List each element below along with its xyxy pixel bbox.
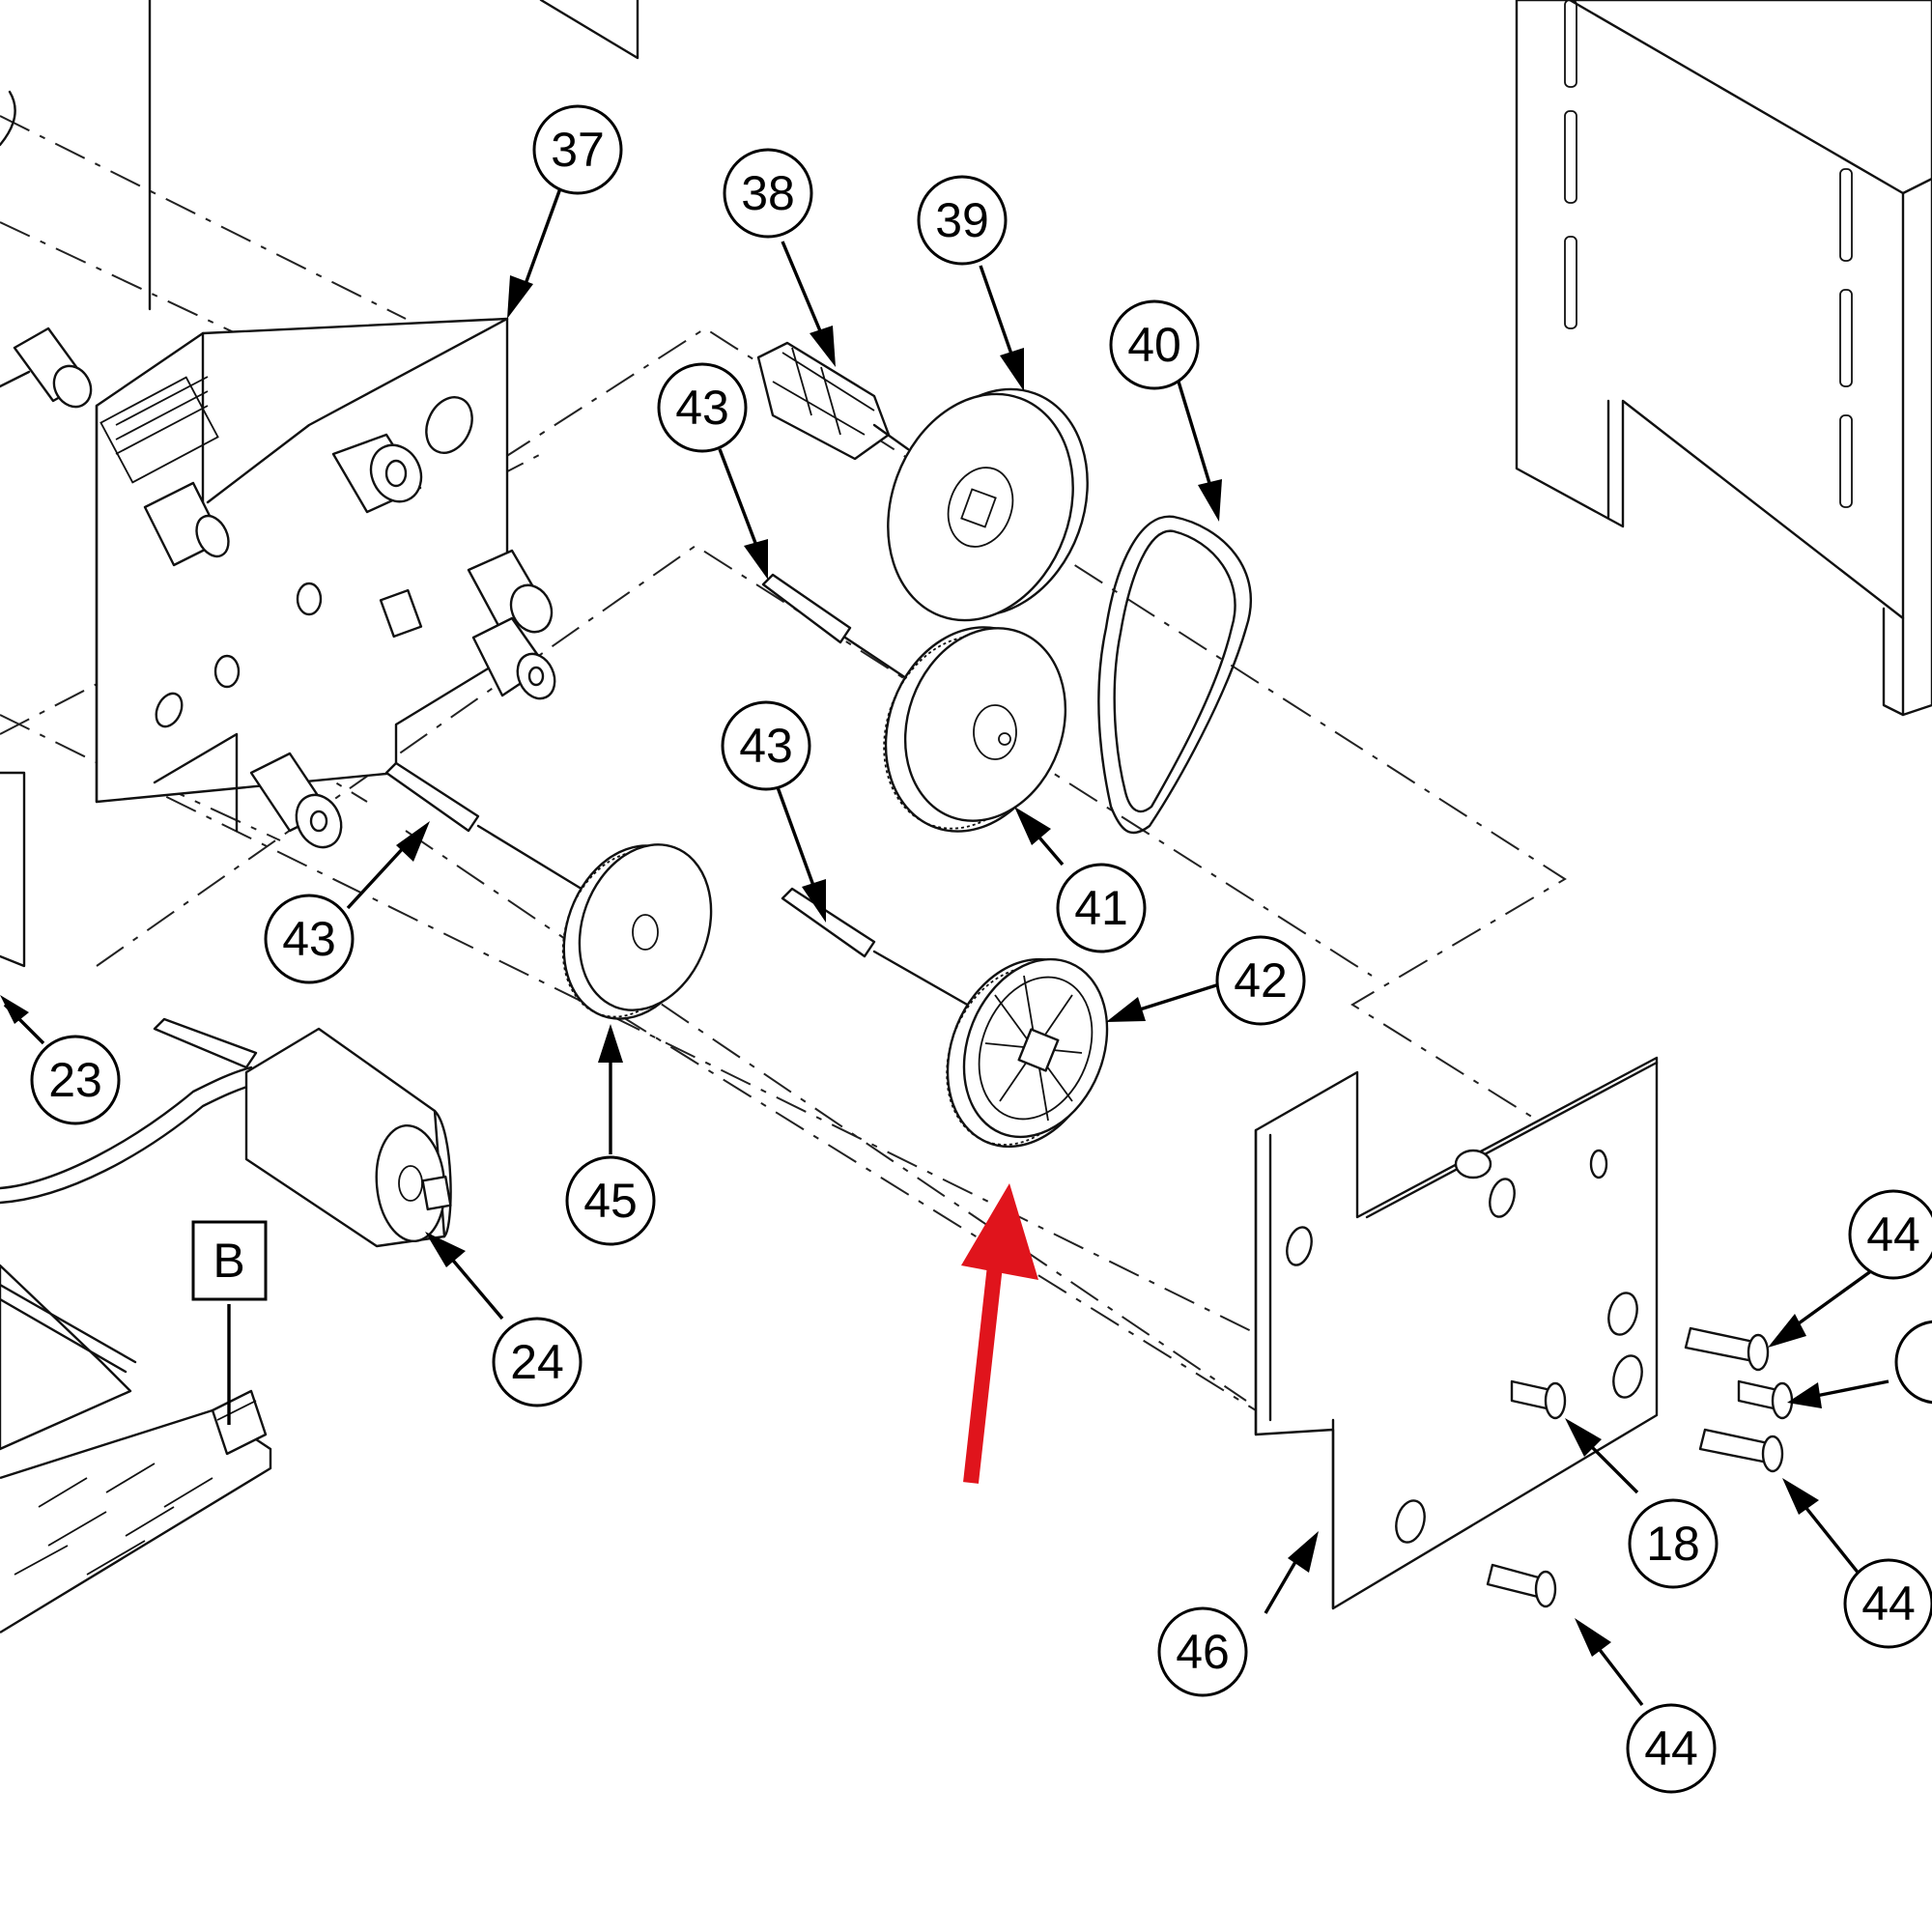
top-left-frame [0, 0, 639, 968]
top-right-frame [1515, 0, 1932, 717]
svg-text:46: 46 [1176, 1625, 1230, 1679]
callout-44-bottom: 44 [1626, 1703, 1717, 1794]
callout-43-middle: 43 [721, 700, 811, 791]
svg-text:23: 23 [48, 1053, 102, 1107]
callout-43-upper: 43 [657, 362, 748, 453]
part-40-belt [1097, 515, 1252, 835]
screws [1486, 1326, 1794, 1608]
svg-text:40: 40 [1127, 318, 1181, 372]
svg-text:44: 44 [1644, 1721, 1698, 1776]
svg-text:44: 44 [1866, 1208, 1920, 1262]
svg-text:43: 43 [739, 719, 793, 773]
svg-text:24: 24 [510, 1335, 564, 1389]
leader-lines [0, 187, 1889, 1707]
box-label-b: B [191, 1220, 268, 1301]
part-41-gear [883, 626, 1067, 833]
part-38-sensor [756, 341, 910, 461]
part-24-motor [0, 1017, 452, 1248]
callout-42: 42 [1215, 935, 1306, 1026]
callouts: 37 38 39 40 43 43 43 41 [30, 104, 1932, 1794]
callout-41: 41 [1056, 863, 1147, 953]
part-37-side-plate [0, 317, 556, 849]
callout-44-top-right: 44 [1848, 1189, 1932, 1280]
callout-44-right: 44 [1843, 1558, 1932, 1649]
callout-37: 37 [532, 104, 623, 195]
bottom-left-chassis [0, 1264, 272, 1634]
callout-45: 45 [565, 1155, 656, 1246]
part-43-pins [384, 573, 978, 1011]
svg-text:45: 45 [583, 1174, 638, 1228]
svg-text:38: 38 [741, 166, 795, 220]
svg-text:18: 18 [1646, 1517, 1700, 1571]
part-45-gear [561, 843, 713, 1020]
svg-text:43: 43 [282, 912, 336, 966]
callout-23: 23 [30, 1035, 121, 1125]
svg-text:43: 43 [675, 381, 729, 435]
svg-text:44: 44 [1861, 1577, 1916, 1631]
part-46-bracket [1254, 1056, 1659, 1610]
callout-partial-right [1894, 1320, 1932, 1405]
part-42-spoked-gear [946, 957, 1109, 1149]
part-39-pulley [887, 387, 1089, 622]
highlight-arrow [961, 1183, 1038, 1484]
svg-text:42: 42 [1234, 953, 1288, 1008]
callout-38: 38 [723, 148, 813, 239]
callout-24: 24 [492, 1317, 582, 1407]
callout-46: 46 [1157, 1606, 1248, 1697]
callout-40: 40 [1109, 299, 1200, 390]
callout-43-left: 43 [264, 894, 355, 984]
callout-39: 39 [917, 175, 1008, 266]
svg-text:B: B [213, 1234, 244, 1288]
svg-text:39: 39 [935, 193, 989, 247]
callout-18: 18 [1628, 1498, 1719, 1589]
svg-text:37: 37 [551, 123, 605, 177]
svg-text:41: 41 [1074, 881, 1128, 935]
